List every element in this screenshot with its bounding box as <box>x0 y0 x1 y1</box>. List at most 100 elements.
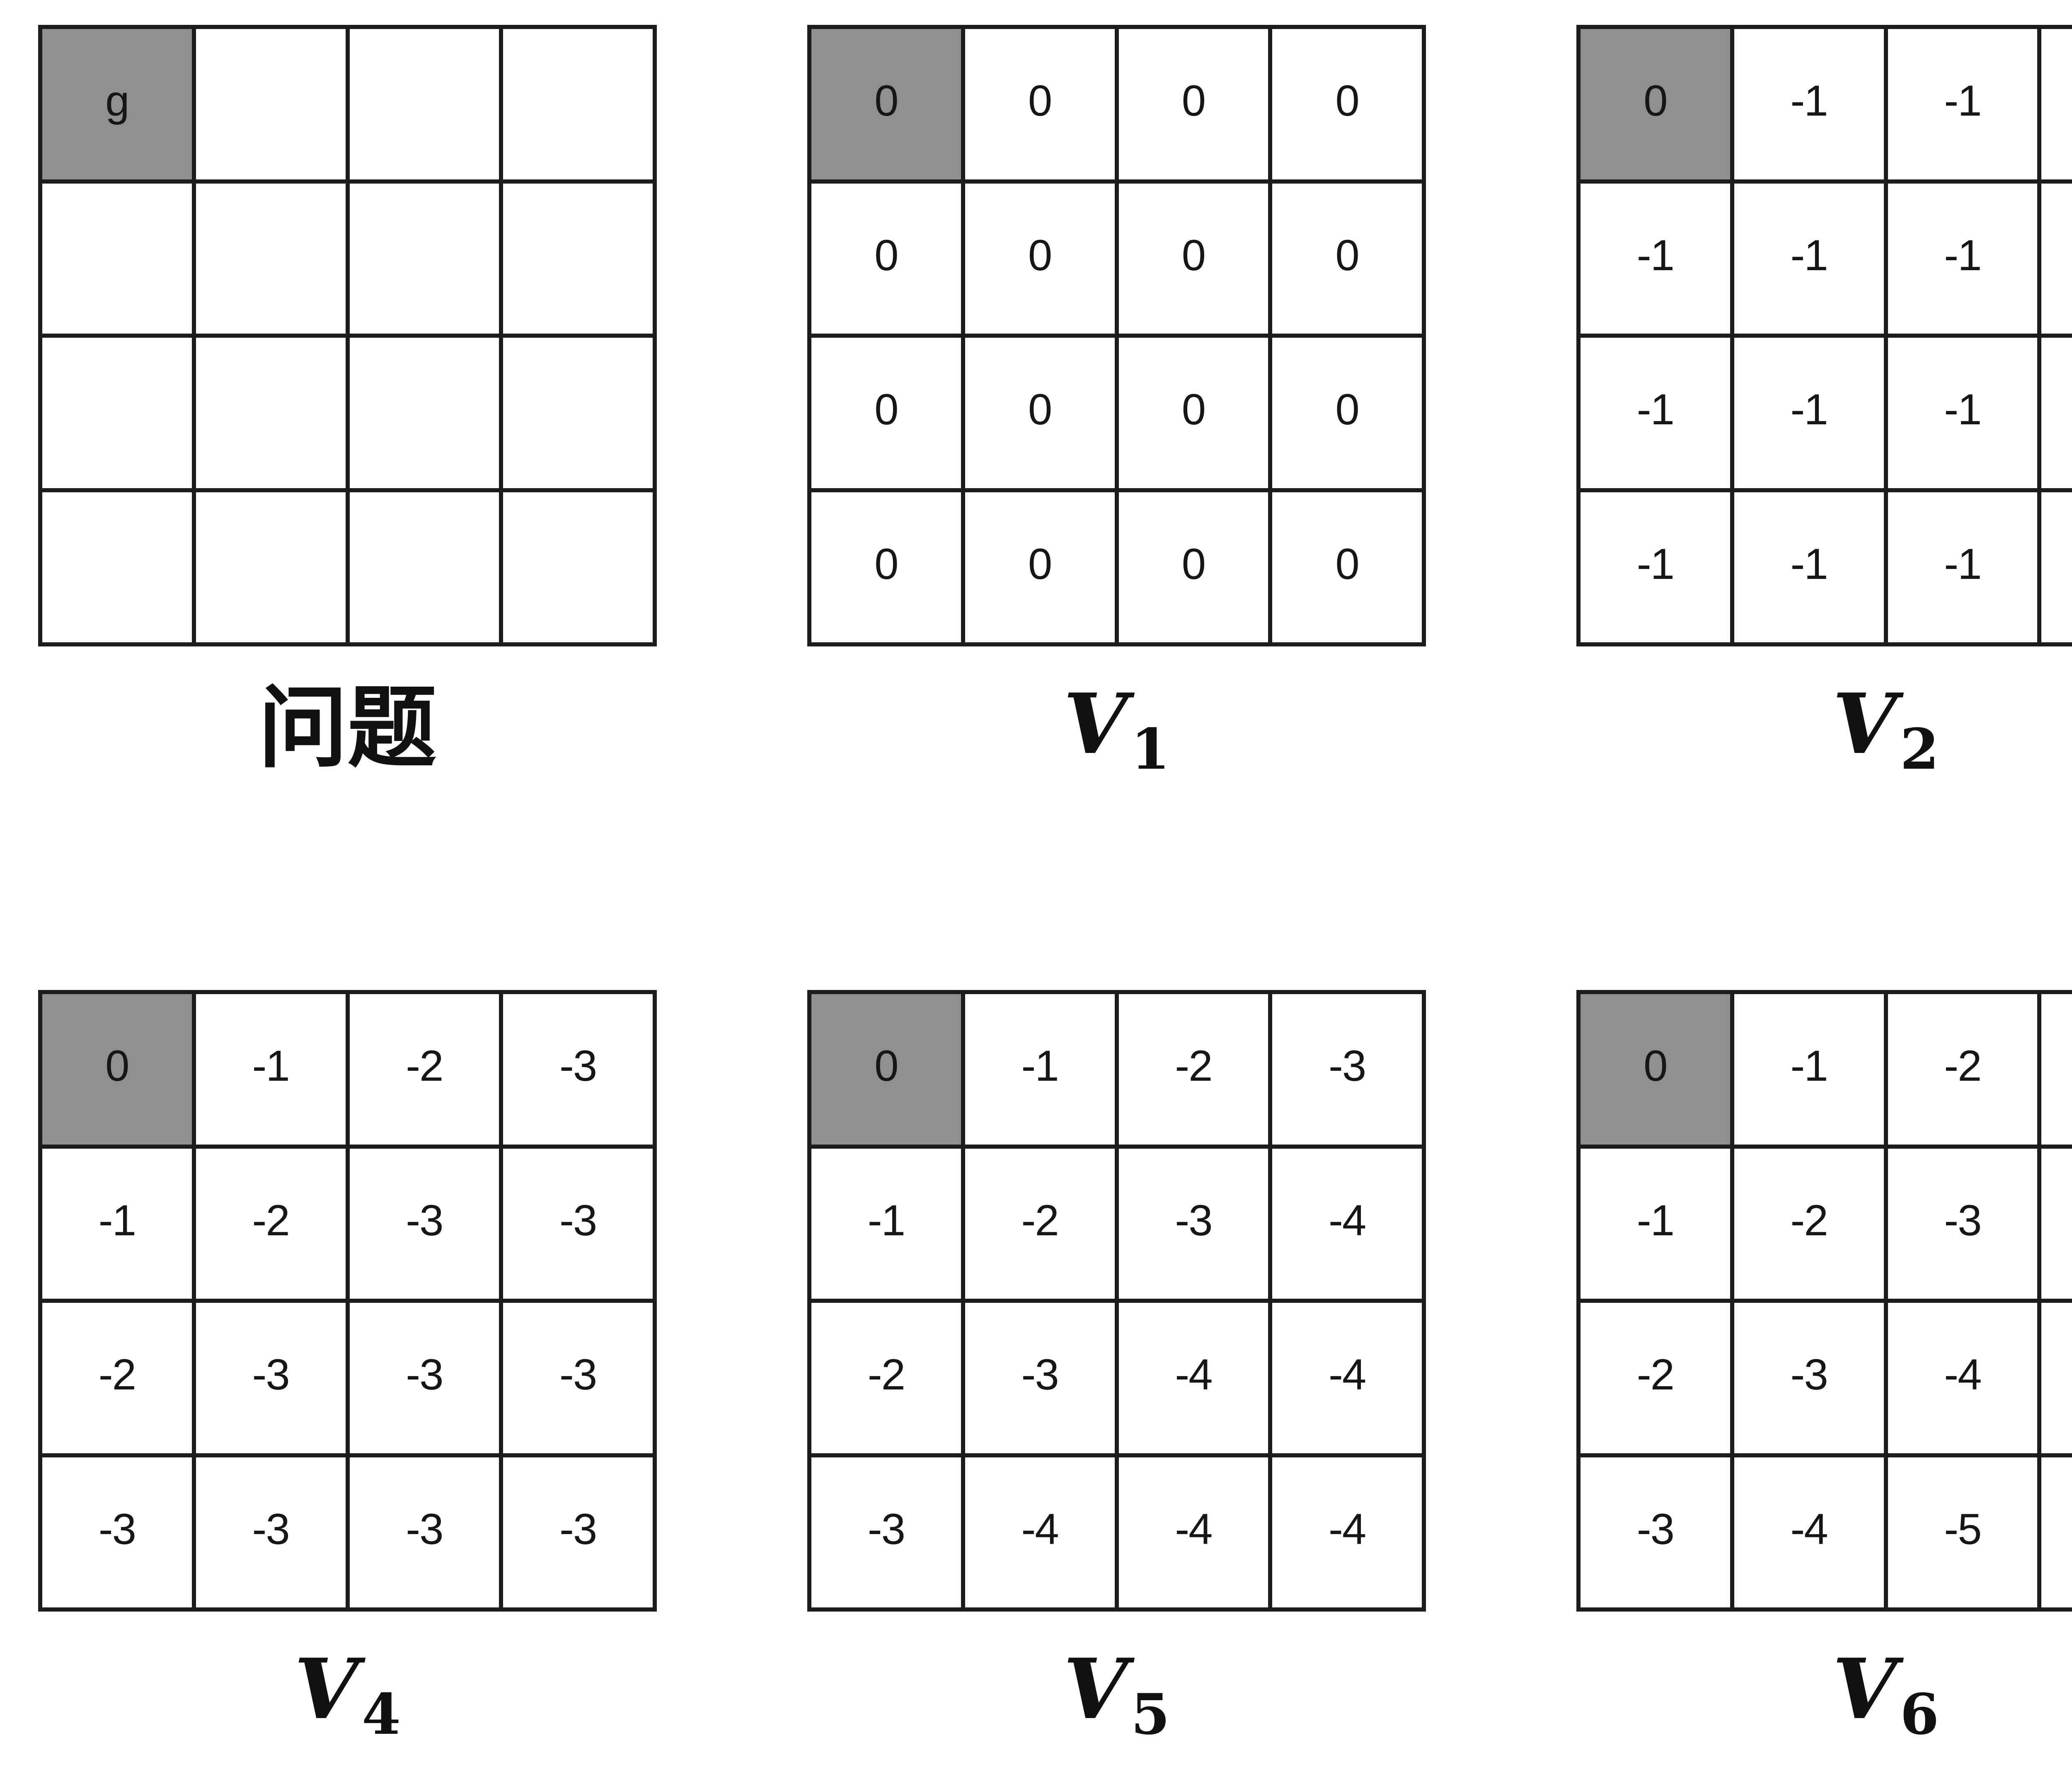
grid-cell: -4 <box>1272 1457 1422 1607</box>
goal-cell: g <box>42 29 192 179</box>
grid-cell: -3 <box>1581 1457 1730 1607</box>
panel-v6-caption: V 6 <box>1832 1648 1939 1772</box>
grid-cell: -3 <box>965 1303 1115 1453</box>
grid-cell <box>349 29 499 179</box>
grid-cell <box>503 492 653 642</box>
caption-v-subscript: 2 <box>1900 716 1939 782</box>
grid-cell <box>349 338 499 488</box>
caption-v-symbol: V <box>294 1641 359 1738</box>
grid-cell: -4 <box>1888 1303 2038 1453</box>
grid-cell: -5 <box>1888 1457 2038 1607</box>
grid-cell: 0 <box>811 183 961 334</box>
panel-v6: 0-1-2-3-1-2-3-4-2-3-4-5-3-4-5-5 V 6 <box>1576 990 2072 1772</box>
grid-cell: 0 <box>1118 183 1268 334</box>
grid-cell: -1 <box>1888 183 2038 334</box>
grid-cell: -1 <box>1581 338 1730 488</box>
grid-cell: -5 <box>2041 1303 2072 1453</box>
grid-cell: -3 <box>349 1303 499 1453</box>
panel-problem: g 问题 <box>38 25 657 807</box>
grid-cell: -2 <box>1888 994 2038 1145</box>
grid-cell: -3 <box>503 994 653 1145</box>
grid-cell: -4 <box>1272 1148 1422 1299</box>
grid-cell: 0 <box>1272 492 1422 642</box>
grid-cell: 0 <box>1118 29 1268 179</box>
grid-cell <box>42 338 192 488</box>
grid-cell: 0 <box>1118 492 1268 642</box>
grid-cell: -1 <box>1888 492 2038 642</box>
panel-v2: 0-1-1-1-1-1-1-1-1-1-1-1-1-1-1-1 V 2 <box>1576 25 2072 807</box>
grid-cell: 0 <box>1118 338 1268 488</box>
grid-cell: -3 <box>349 1457 499 1607</box>
grid-cell: -4 <box>965 1457 1115 1607</box>
grid-cell: -4 <box>1118 1303 1268 1453</box>
grid-cell: -3 <box>1118 1148 1268 1299</box>
grid-cell: -1 <box>2041 338 2072 488</box>
grid-cell: -5 <box>2041 1457 2072 1607</box>
grid-cell: -3 <box>811 1457 961 1607</box>
grid-cell: -2 <box>42 1303 192 1453</box>
grid-cell: -2 <box>811 1303 961 1453</box>
v6-grid: 0-1-2-3-1-2-3-4-2-3-4-5-3-4-5-5 <box>1576 990 2072 1612</box>
grid-cell: -1 <box>196 994 346 1145</box>
grid-cell: -1 <box>1734 183 1884 334</box>
panel-v5-caption: V 5 <box>1063 1648 1170 1772</box>
grid-cell: -1 <box>1734 29 1884 179</box>
caption-v-symbol: V <box>1063 1641 1128 1738</box>
grid-cell: 0 <box>965 183 1115 334</box>
goal-cell: 0 <box>811 29 961 179</box>
grid-cell: 0 <box>1272 29 1422 179</box>
v5-grid: 0-1-2-3-1-2-3-4-2-3-4-4-3-4-4-4 <box>807 990 1426 1612</box>
grid-cell: 0 <box>1272 338 1422 488</box>
grid-cell: -2 <box>349 994 499 1145</box>
grid-cell: -1 <box>811 1148 961 1299</box>
grid-cell: -3 <box>196 1457 346 1607</box>
grid-cell: -4 <box>2041 1148 2072 1299</box>
grid-cell: 0 <box>811 492 961 642</box>
grid-cell: -3 <box>42 1457 192 1607</box>
grid-cell: -1 <box>42 1148 192 1299</box>
grid-cell: -2 <box>965 1148 1115 1299</box>
panel-v1-caption: V 1 <box>1063 683 1170 807</box>
grid-cell: -3 <box>503 1148 653 1299</box>
grid-cell <box>42 492 192 642</box>
grid-cell <box>196 29 346 179</box>
grid-cell: -1 <box>2041 183 2072 334</box>
grid-cell: -1 <box>1888 29 2038 179</box>
grid-cell: -3 <box>1734 1303 1884 1453</box>
caption-v-subscript: 5 <box>1131 1681 1170 1747</box>
grid-cell: -2 <box>1581 1303 1730 1453</box>
grid-cell: 0 <box>965 492 1115 642</box>
grid-cell: -1 <box>1734 994 1884 1145</box>
grid-cell: 0 <box>965 338 1115 488</box>
caption-v-symbol: V <box>1832 675 1897 773</box>
panel-problem-caption: 问题 <box>258 675 437 780</box>
grid-cell: -1 <box>2041 29 2072 179</box>
grid-cell: -3 <box>503 1303 653 1453</box>
grid-cell: -1 <box>1581 183 1730 334</box>
grid-cell: -2 <box>196 1148 346 1299</box>
caption-v-symbol: V <box>1063 675 1128 773</box>
caption-v-symbol: V <box>1832 1641 1897 1738</box>
grid-cell <box>503 183 653 334</box>
grid-cell: -3 <box>349 1148 499 1299</box>
goal-cell: 0 <box>42 994 192 1145</box>
grid-cell: 0 <box>965 29 1115 179</box>
grid-cell <box>349 183 499 334</box>
grid-cell: -3 <box>196 1303 346 1453</box>
grid-cell <box>196 492 346 642</box>
grid-cell <box>503 338 653 488</box>
grid-cell <box>503 29 653 179</box>
grid-cell: 0 <box>811 338 961 488</box>
problem-grid: g <box>38 25 657 646</box>
grid-cell: -3 <box>2041 994 2072 1145</box>
grid-cell <box>196 338 346 488</box>
goal-cell: 0 <box>1581 29 1730 179</box>
caption-v-subscript: 1 <box>1131 716 1170 782</box>
v2-grid: 0-1-1-1-1-1-1-1-1-1-1-1-1-1-1-1 <box>1576 25 2072 646</box>
grid-cell: -1 <box>1581 492 1730 642</box>
grid-cell: -1 <box>2041 492 2072 642</box>
